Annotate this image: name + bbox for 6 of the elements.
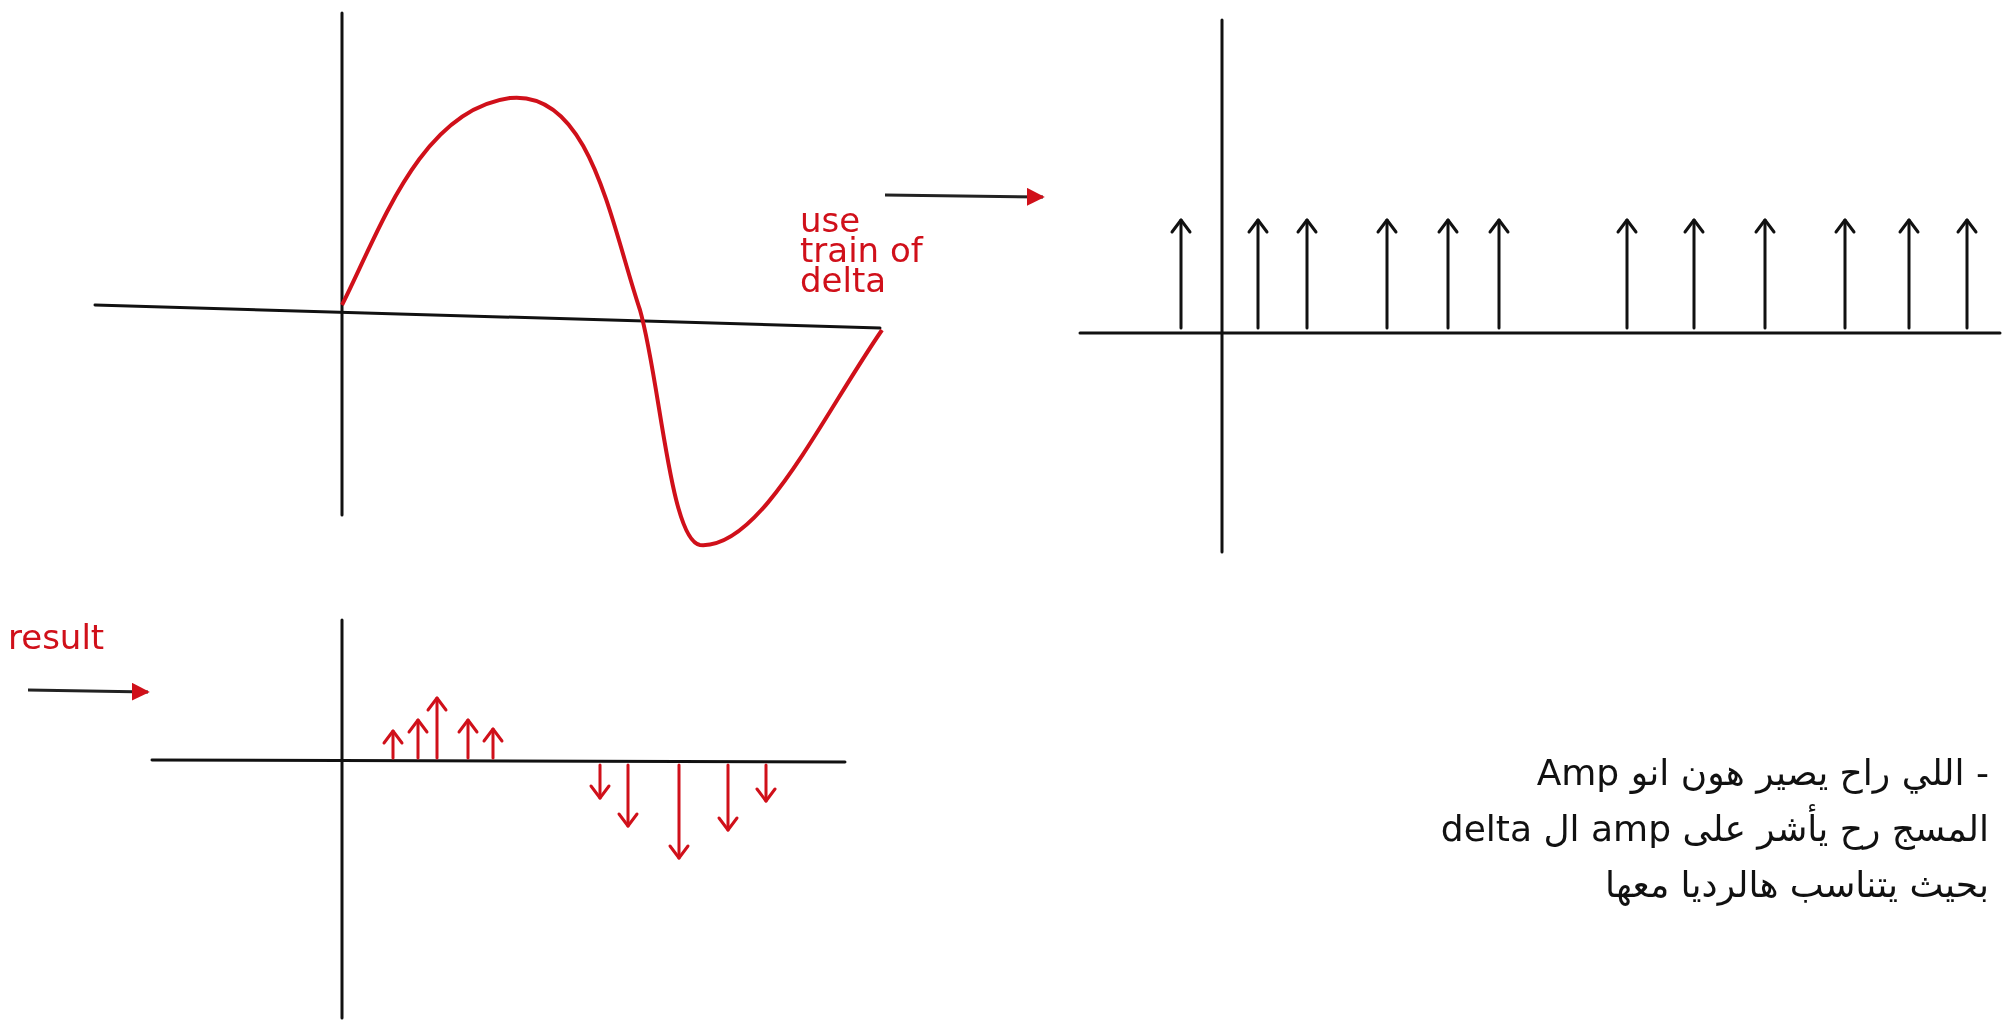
note-text: - اللي راح يصير هون انو Amp (1535, 752, 1989, 793)
edge-label: result (8, 622, 106, 652)
arrow (27, 682, 150, 701)
arrow (884, 187, 1045, 206)
edge-label: use train of delta (800, 205, 925, 295)
note-text: بحيث يتناسب هالرديا معها (1603, 864, 1989, 905)
